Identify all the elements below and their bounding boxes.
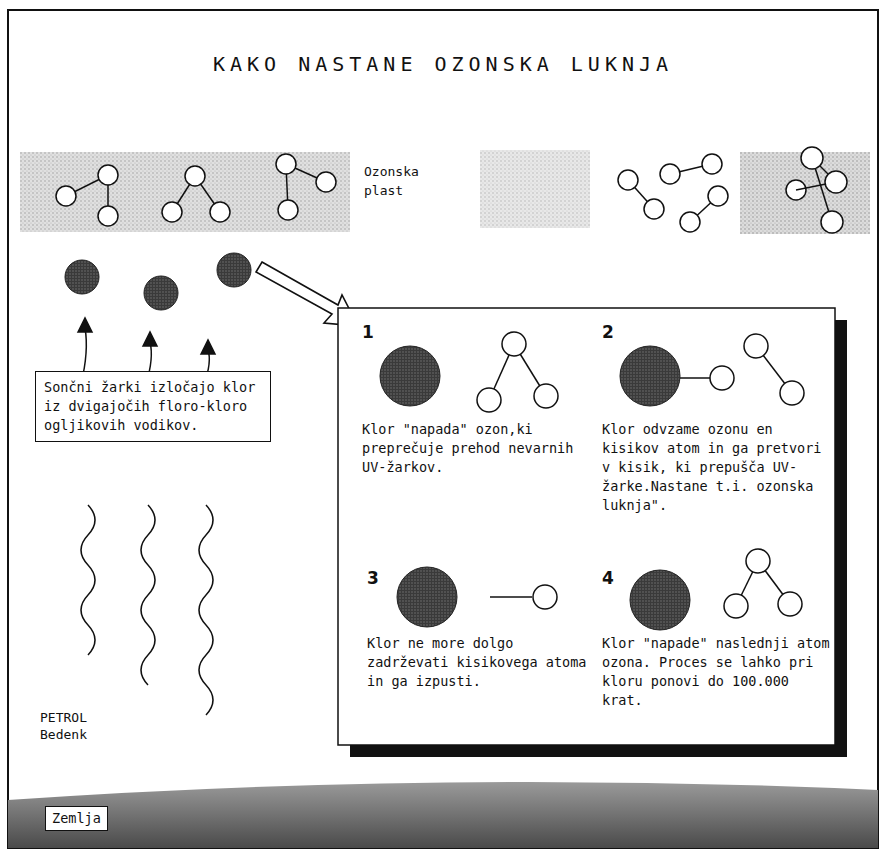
oxygen-atom bbox=[618, 170, 638, 190]
oxygen-atom bbox=[278, 200, 298, 220]
oxygen-atom bbox=[210, 202, 230, 222]
oxygen-atom bbox=[744, 334, 768, 358]
oxygen-atom bbox=[502, 332, 526, 356]
credit-label: PETROL Bedenk bbox=[40, 709, 110, 743]
oxygen-atom bbox=[316, 172, 336, 192]
arrowhead bbox=[201, 340, 215, 354]
oxygen-atom bbox=[746, 549, 770, 573]
oxygen-atom bbox=[534, 384, 558, 408]
callout-number: 4 bbox=[602, 568, 614, 588]
ozone-layer-label: Ozonska plast bbox=[364, 162, 460, 200]
arrowhead bbox=[143, 332, 157, 346]
node-text: Ozonska plast bbox=[364, 162, 460, 200]
earth-band bbox=[8, 782, 878, 848]
oxygen-atom bbox=[56, 186, 76, 206]
chlorine-atom bbox=[397, 567, 457, 627]
frame bbox=[8, 10, 878, 848]
sun-ray bbox=[141, 505, 155, 685]
oxygen-atom bbox=[780, 381, 804, 405]
chlorine-atom bbox=[630, 570, 690, 630]
oxygen-atom bbox=[276, 154, 296, 174]
oxygen-atom bbox=[801, 147, 823, 169]
arrowhead bbox=[78, 318, 92, 332]
callout-number: 3 bbox=[367, 568, 379, 588]
step: 2Klor odvzame ozonu en kisikov atom in g… bbox=[602, 322, 830, 515]
oxygen-atom bbox=[724, 594, 748, 618]
step: 1Klor "napada" ozon,ki preprečuje prehod… bbox=[362, 322, 590, 477]
oxygen-atom bbox=[680, 212, 700, 232]
earth-label: Zemlja bbox=[45, 806, 108, 831]
oxygen-atom bbox=[702, 154, 722, 174]
oxygen-atom bbox=[644, 199, 664, 219]
oxygen-atom bbox=[710, 366, 734, 390]
process-box: Sončni žarki izločajo klor iz dvigajočih… bbox=[35, 371, 271, 442]
panel bbox=[338, 308, 835, 745]
oxygen-atom bbox=[98, 165, 118, 185]
oxygen-atom bbox=[821, 211, 843, 233]
node-text: Zemlja bbox=[52, 809, 101, 828]
oxygen-atom bbox=[708, 186, 728, 206]
step: 3Klor ne more dolgo zadrževati kisikoveg… bbox=[367, 568, 589, 691]
oxygen-atom bbox=[660, 164, 680, 184]
sun-ray bbox=[81, 505, 95, 655]
oxygen-atom bbox=[162, 202, 182, 222]
chlorine-atom bbox=[217, 253, 251, 287]
bond bbox=[490, 596, 532, 598]
sun-ray bbox=[199, 505, 213, 715]
oxygen-atom bbox=[533, 585, 557, 609]
title: KAKO NASTANE OZONSKA LUKNJA bbox=[0, 52, 886, 76]
oxygen-atom bbox=[825, 171, 847, 193]
chlorine-atom bbox=[144, 276, 178, 310]
callout-number: 2 bbox=[602, 322, 614, 342]
node-text: Klor "napada" ozon,ki preprečuje prehod … bbox=[362, 420, 590, 477]
node-text: Klor odvzame ozonu en kisikov atom in ga… bbox=[602, 420, 830, 515]
chlorine-atom bbox=[380, 346, 440, 406]
oxygen-atom bbox=[477, 388, 501, 412]
node-text: Sončni žarki izločajo klor iz dvigajočih… bbox=[44, 378, 262, 435]
bond bbox=[680, 377, 710, 379]
oxygen-atom bbox=[98, 206, 118, 226]
callout-number: 1 bbox=[362, 322, 374, 342]
oxygen-atom bbox=[778, 592, 802, 616]
ozone-band bbox=[20, 150, 870, 234]
chlorine-atom bbox=[620, 346, 680, 406]
step: 4Klor "napade" naslednji atom ozona. Pro… bbox=[602, 568, 830, 710]
bond bbox=[796, 184, 826, 190]
node-text: Klor "napade" naslednji atom ozona. Proc… bbox=[602, 634, 830, 710]
node-text: Klor ne more dolgo zadrževati kisikovega… bbox=[367, 634, 589, 691]
oxygen-atom bbox=[185, 166, 205, 186]
chlorine-atom bbox=[65, 260, 99, 294]
